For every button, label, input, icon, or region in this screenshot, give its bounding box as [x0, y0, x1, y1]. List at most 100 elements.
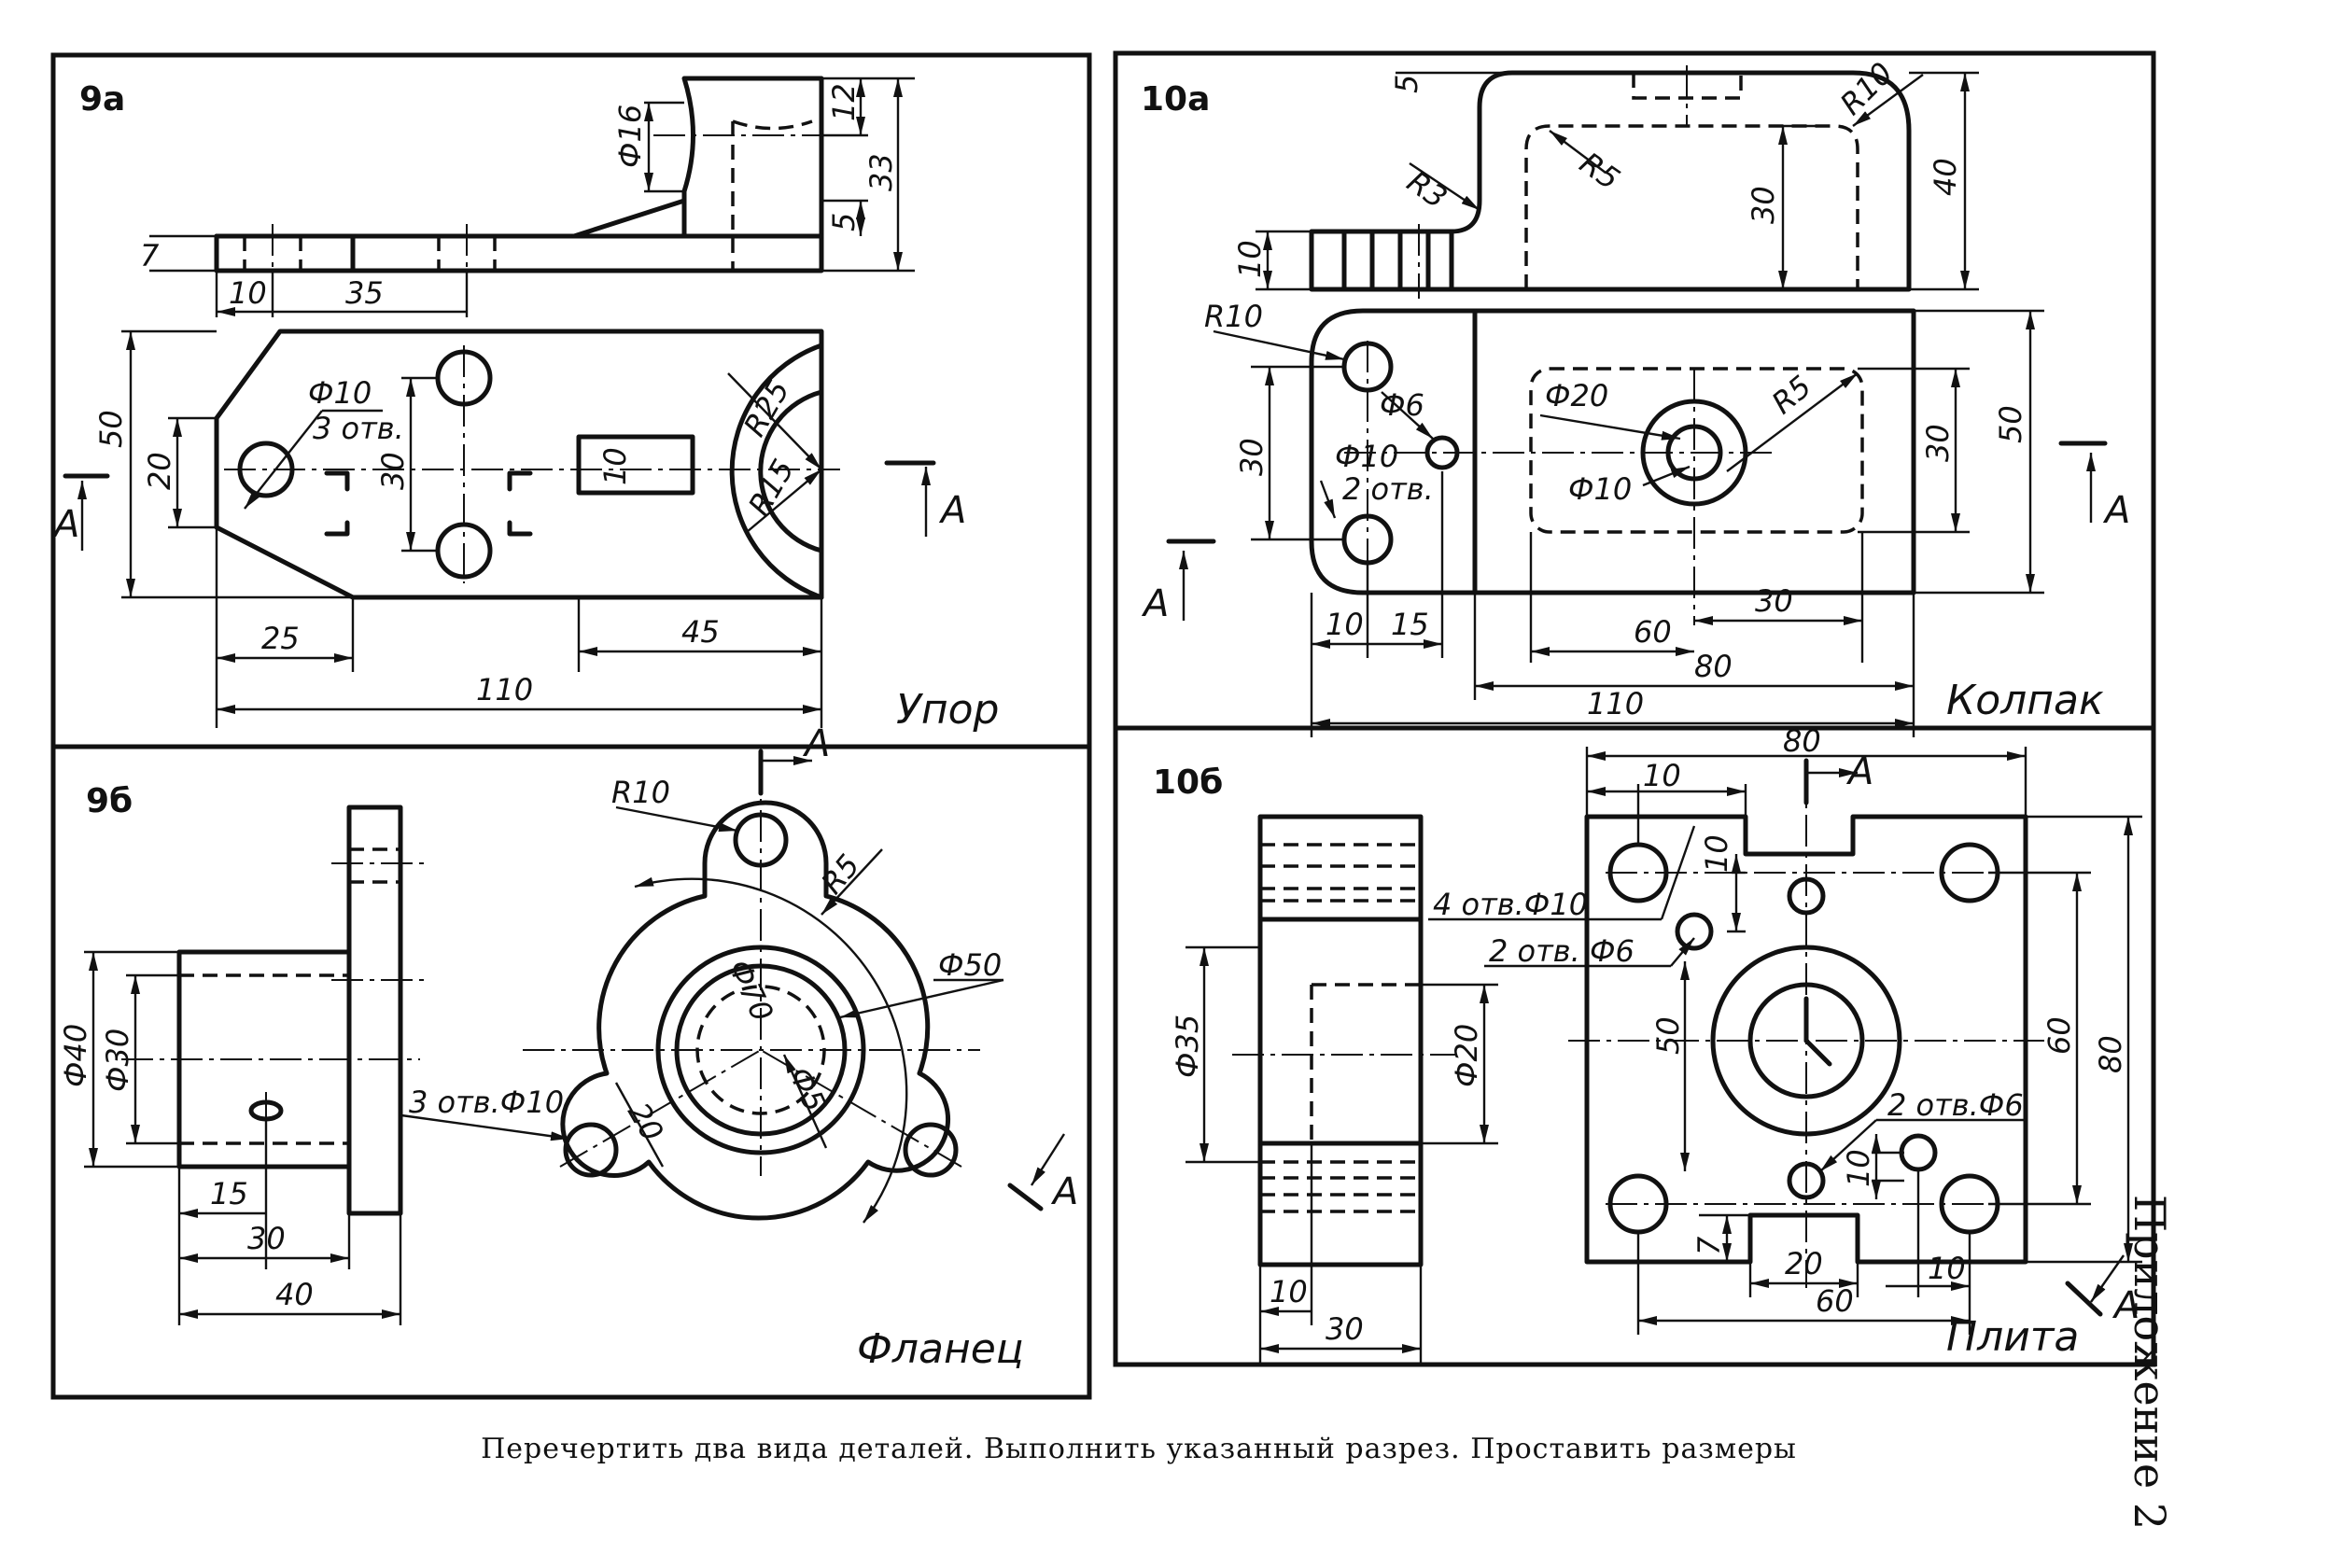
- dim-20: 20: [1785, 1246, 1823, 1281]
- section-label: А: [1050, 1170, 1078, 1213]
- dim-10a: 10: [1699, 834, 1734, 873]
- dim-50: 50: [93, 410, 129, 448]
- dim-40: 40: [1928, 158, 1963, 196]
- dim-phi10: Ф10: [1335, 439, 1398, 474]
- dim-phi40: Ф40: [58, 1024, 93, 1087]
- dim-35: 35: [345, 275, 384, 311]
- top-view: [214, 329, 840, 600]
- dim-holes: 3 отв.Ф10: [409, 1085, 564, 1120]
- panel-10a: 10а 5: [1141, 51, 2130, 737]
- dim-45: 45: [681, 614, 720, 650]
- dim-7: 7: [1691, 1236, 1727, 1255]
- dim-r5: R5: [1573, 145, 1626, 197]
- dim-60r: 60: [2041, 1016, 2077, 1055]
- panel-number: 9б: [86, 782, 133, 820]
- section-label: А: [2112, 1284, 2140, 1327]
- section-label: А: [1845, 750, 1873, 793]
- dim-10b: 10: [597, 447, 633, 485]
- section-label: А: [2102, 489, 2130, 532]
- dim-10l: 10: [1270, 1274, 1308, 1309]
- dimensions-9a: 7 10 35 Ф16 12 5 33 50 20 30: [93, 77, 915, 728]
- part-title: Плита: [1946, 1313, 2079, 1361]
- dim-30: 30: [375, 452, 411, 490]
- part-title: Упор: [896, 686, 999, 734]
- dim-holes4: 4 отв.Ф10: [1433, 887, 1588, 922]
- dim-10c: 10: [1928, 1251, 1966, 1286]
- dim-r5b: R5: [1765, 369, 1818, 421]
- dim-phi50: Ф50: [938, 947, 1002, 983]
- dim-phi5: Ф5: [782, 1061, 834, 1116]
- front-view: [121, 805, 429, 1216]
- part-title: Колпак: [1946, 677, 2104, 724]
- dim-110: 110: [1587, 686, 1644, 721]
- dim-80: 80: [1694, 649, 1733, 684]
- dim-phi6: Ф6: [1380, 387, 1424, 423]
- front-view: [1309, 65, 1912, 299]
- part-title: Фланец: [857, 1325, 1024, 1373]
- section-marks-9b: А А: [758, 722, 1078, 1213]
- dim-10b: 10: [1326, 607, 1364, 642]
- dimensions-10b: 80 10 4 отв.Ф10 2 отв. Ф6 10 Ф35 Ф20 50 …: [1170, 723, 2142, 1363]
- section-label: А: [802, 722, 830, 765]
- dim-80: 80: [1783, 723, 1821, 759]
- dim-phi16: Ф16: [612, 105, 648, 168]
- dim-r10: R10: [1833, 55, 1900, 121]
- dim-30b: 30: [1755, 583, 1793, 619]
- panel-number: 10а: [1141, 80, 1210, 119]
- dim-r5: R5: [814, 847, 866, 901]
- panel-number: 10б: [1153, 763, 1223, 802]
- panel-9b: 9б: [58, 722, 1078, 1373]
- dim-40: 40: [275, 1277, 314, 1312]
- dim-30: 30: [1746, 186, 1781, 224]
- dim-12: 12: [826, 83, 862, 121]
- side-view: [1232, 814, 1456, 1267]
- dim-50: 50: [1993, 405, 2028, 443]
- dim-20: 20: [142, 452, 177, 490]
- section-label: А: [938, 489, 966, 532]
- section-marks-10a: А А: [1141, 441, 2130, 625]
- dim-holes2b: 2 отв.Ф6: [1887, 1087, 2024, 1123]
- section-marks-9a: А А: [51, 460, 966, 551]
- dim-phi30: Ф30: [100, 1029, 135, 1092]
- dim-phi10b: Ф10: [1568, 471, 1632, 507]
- dim-holes: 3 отв.: [313, 411, 404, 446]
- front-view: [214, 76, 824, 280]
- dim-r10: R10: [611, 775, 670, 810]
- panel-number: 9а: [79, 80, 125, 119]
- top-view: [1568, 758, 2044, 1288]
- dim-phi10: Ф10: [308, 375, 372, 411]
- dim-r10b: R10: [1204, 299, 1263, 334]
- dim-10: 10: [229, 275, 267, 311]
- dim-5: 5: [1389, 75, 1424, 93]
- dim-holes2a: 2 отв. Ф6: [1489, 933, 1635, 969]
- panel-10b: 10б: [1153, 723, 2142, 1363]
- dim-10: 10: [1232, 240, 1268, 278]
- dim-30r: 30: [1920, 424, 1956, 462]
- dim-phi35: Ф35: [1170, 1015, 1205, 1078]
- frame-left: [50, 52, 1092, 1400]
- dim-60: 60: [1634, 614, 1672, 650]
- dim-phi20: Ф20: [1449, 1024, 1484, 1087]
- frame-right: [1113, 50, 2156, 1367]
- section-marks-10b: А А: [1806, 750, 2140, 1327]
- dim-10b: 10: [1841, 1149, 1876, 1187]
- section-label: А: [51, 503, 79, 546]
- dim-5: 5: [826, 213, 862, 231]
- section-label: А: [1141, 582, 1169, 625]
- dim-30l: 30: [1326, 1311, 1364, 1347]
- dim-holes: 2 отв.: [1342, 471, 1434, 507]
- dim-r15: R15: [741, 453, 801, 522]
- dim-60b: 60: [1816, 1283, 1854, 1319]
- dim-7: 7: [140, 238, 160, 273]
- dim-15: 15: [1391, 607, 1429, 642]
- dim-10t: 10: [1643, 758, 1681, 793]
- task-caption: Перечертить два вида деталей. Выполнить …: [481, 1433, 1797, 1465]
- dim-50: 50: [1650, 1016, 1686, 1055]
- panel-9a: 9а: [51, 76, 999, 734]
- dim-phi20: Ф20: [1545, 378, 1608, 413]
- dim-80r: 80: [2093, 1035, 2128, 1073]
- dim-15: 15: [210, 1176, 248, 1211]
- dim-110: 110: [476, 672, 533, 707]
- dim-30l: 30: [1234, 438, 1270, 476]
